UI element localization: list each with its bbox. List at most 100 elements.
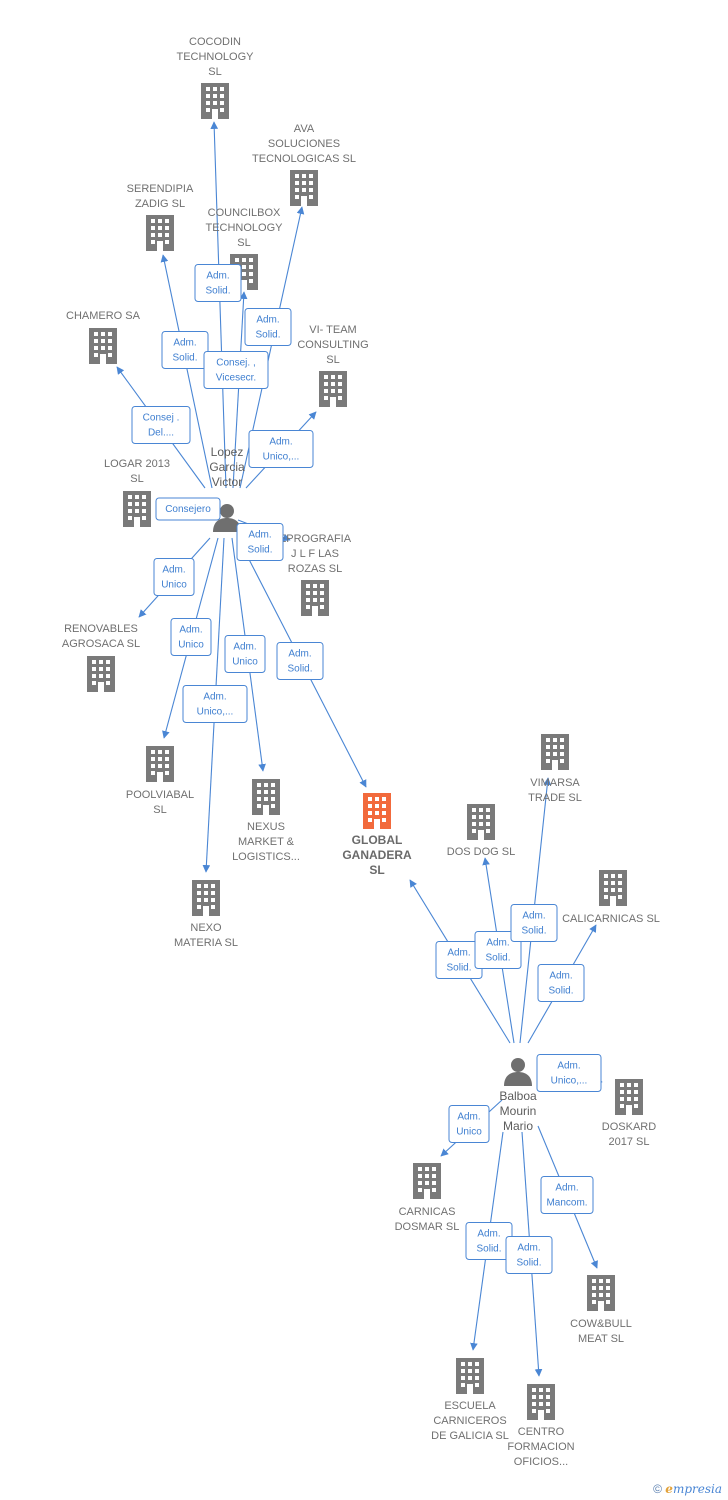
- edges-layer: [116, 121, 603, 1377]
- relation-label[interactable]: Adm.Mancom.: [540, 1176, 594, 1214]
- company-node-vimarsa[interactable]: VIMARSA TRADE SL: [528, 734, 582, 804]
- relation-label-text: Adm.: [522, 911, 545, 922]
- person-name: Victor: [212, 475, 242, 489]
- edge-labels-layer: Adm.Solid.Adm.Solid.Adm.Solid.Consej. ,V…: [131, 264, 602, 1274]
- nodes-layer: COCODINTECHNOLOGYSLAVASOLUCIONESTECNOLOG…: [62, 36, 660, 1468]
- relation-label-box: [540, 1176, 594, 1214]
- relation-label-box: [537, 964, 585, 1002]
- relation-label-text: Adm.: [256, 315, 279, 326]
- company-name: CALICARNICAS SL: [562, 913, 660, 925]
- company-name: GANADERA: [342, 848, 412, 862]
- relation-label[interactable]: Adm.Unico: [224, 635, 266, 673]
- relation-label[interactable]: Consej. ,Vicesecr.: [203, 351, 269, 389]
- relation-label[interactable]: Adm. Solid.: [244, 308, 292, 346]
- relation-label-text: Solid.: [485, 953, 510, 964]
- relation-label-text: Consej .: [143, 413, 180, 424]
- company-name: DOSMAR SL: [395, 1221, 460, 1233]
- relation-label-box: [182, 685, 248, 723]
- relation-label-text: Consej. ,: [216, 358, 255, 369]
- relation-label-box: [153, 558, 195, 596]
- relation-label-text: Solid.: [548, 986, 573, 997]
- relation-label[interactable]: Adm.Solid.: [236, 523, 284, 561]
- relation-label-text: Unico: [178, 640, 204, 651]
- company-name: SL: [369, 863, 384, 877]
- company-name: SERENDIPIA: [127, 183, 194, 195]
- relation-label[interactable]: Adm.Solid.: [194, 264, 242, 302]
- relation-label[interactable]: Adm.Unico: [448, 1105, 490, 1143]
- relation-label[interactable]: Adm.Unico,...: [248, 430, 314, 468]
- relation-label[interactable]: Consej . Del....: [131, 406, 191, 444]
- relation-label-text: Unico,...: [551, 1076, 588, 1087]
- building-icon: [467, 804, 495, 840]
- relation-label[interactable]: Adm.Solid.: [510, 904, 558, 942]
- relation-label-box: [203, 351, 269, 389]
- relation-label-text: Unico: [456, 1127, 482, 1138]
- relation-label-text: Solid.: [255, 330, 280, 341]
- relation-label-text: Solid.: [446, 963, 471, 974]
- copyright-icon: ©: [653, 1482, 662, 1496]
- relation-label[interactable]: Adm.Solid.: [161, 331, 209, 369]
- company-node-chamero[interactable]: CHAMERO SA: [66, 310, 141, 364]
- company-node-escuela[interactable]: ESCUELA CARNICEROS DE GALICIA SL: [431, 1358, 509, 1442]
- relation-label-box: [248, 430, 314, 468]
- relation-label[interactable]: Adm.Solid.: [537, 964, 585, 1002]
- relation-label[interactable]: Adm.Unico: [170, 618, 212, 656]
- company-name: SL: [153, 804, 166, 816]
- footer-brand[interactable]: © empresia: [653, 1482, 722, 1496]
- company-node-cowbull[interactable]: COW&BULL MEAT SL: [570, 1275, 632, 1345]
- company-name: CARNICEROS: [433, 1415, 506, 1427]
- relation-label[interactable]: Adm.Solid.: [465, 1222, 513, 1260]
- relation-label-text: Adm.: [288, 649, 311, 660]
- building-icon: [319, 371, 347, 407]
- relation-label[interactable]: Adm.Unico: [153, 558, 195, 596]
- relation-label-text: Adm.: [447, 948, 470, 959]
- company-name: COCODIN: [189, 36, 241, 48]
- company-name: COW&BULL: [570, 1318, 632, 1330]
- relation-label-text: Mancom.: [546, 1198, 587, 1209]
- company-node-dosdog[interactable]: DOS DOG SL: [447, 804, 515, 858]
- relation-label-box: [474, 931, 522, 969]
- company-name: TRADE SL: [528, 792, 582, 804]
- company-name: CONSULTING: [297, 339, 368, 351]
- company-name: RENOVABLES: [64, 623, 138, 635]
- building-icon: [146, 215, 174, 251]
- company-name: DE GALICIA SL: [431, 1430, 509, 1442]
- company-name: FORMACION: [507, 1441, 574, 1453]
- relation-label-box: [536, 1054, 602, 1092]
- relation-label[interactable]: Consejero: [155, 497, 221, 521]
- relation-label[interactable]: Adm.Solid.: [505, 1236, 553, 1274]
- company-name: VIMARSA: [530, 777, 580, 789]
- company-node-calicarnicas[interactable]: CALICARNICAS SL: [562, 870, 660, 925]
- company-name: ESCUELA: [444, 1400, 496, 1412]
- building-icon: [456, 1358, 484, 1394]
- company-name: MEAT SL: [578, 1333, 624, 1345]
- edge-lopez-cocodin: [210, 121, 227, 489]
- relation-label[interactable]: Adm.Unico,...: [536, 1054, 602, 1092]
- relation-label[interactable]: Adm.Solid.: [276, 642, 324, 680]
- relation-label-box: [194, 264, 242, 302]
- relation-label-box: [510, 904, 558, 942]
- relation-label[interactable]: Adm.Unico,...: [182, 685, 248, 723]
- relation-label-text: Del....: [148, 428, 174, 439]
- relation-label[interactable]: Adm. Solid.: [435, 941, 483, 979]
- company-name: TECHNOLOGY: [205, 222, 283, 234]
- relation-label-text: Solid.: [205, 286, 230, 297]
- relation-label[interactable]: Adm.Solid.: [474, 931, 522, 969]
- company-node-centro[interactable]: CENTROFORMACIONOFICIOS...: [507, 1384, 575, 1468]
